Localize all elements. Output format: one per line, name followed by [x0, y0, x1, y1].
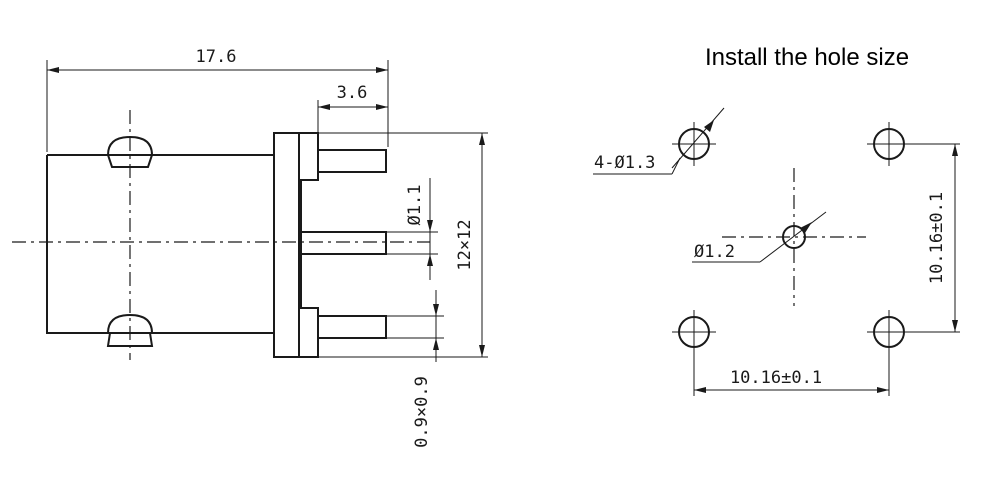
page-title: Install the hole size — [705, 44, 909, 71]
label-center-hole: Ø1.2 — [694, 242, 735, 262]
bayonet-lug-bottom — [106, 313, 154, 334]
flange-outer — [273, 132, 300, 358]
hole-top-right — [867, 122, 960, 166]
label-corner-holes: 4-Ø1.3 — [594, 153, 655, 173]
bayonet-lug-bottom-base — [106, 332, 154, 347]
hole-top-left — [672, 122, 716, 166]
pin-center — [300, 231, 387, 255]
dim-center-pin-dia: Ø1.1 — [405, 185, 425, 226]
dim-pin-size: 0.9×0.9 — [412, 376, 432, 448]
bayonet-lug-top — [106, 135, 154, 156]
leader-corner-holes — [671, 107, 725, 169]
dim-pin-length: 3.6 — [337, 83, 368, 103]
hole-center — [722, 168, 866, 306]
bayonet-lug-top-base — [106, 154, 154, 168]
hole-bottom-left — [672, 310, 716, 396]
dim-overall-length: 17.6 — [196, 47, 237, 67]
dim-h-spacing: 10.16±0.1 — [730, 368, 822, 388]
dim-v-spacing: 10.16±0.1 — [927, 192, 947, 284]
side-view: 17.6 3.6 12×12 Ø1.1 0.9×0.9 — [12, 47, 488, 448]
dim-body-size: 12×12 — [455, 219, 475, 270]
pin-bottom — [317, 315, 387, 339]
pin-top — [317, 149, 387, 173]
barrel-outline — [46, 154, 274, 334]
hole-pattern: Install the hole size — [593, 44, 960, 396]
leader-center-hole — [759, 211, 827, 263]
hole-bottom-right — [867, 310, 960, 396]
